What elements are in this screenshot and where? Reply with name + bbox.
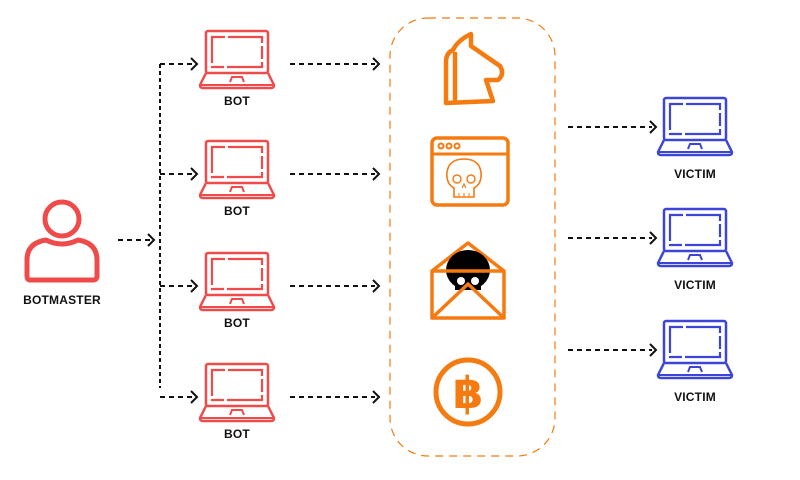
bot-laptop-icon <box>198 251 276 312</box>
victim-laptop-icon <box>656 207 734 268</box>
arrow-bot-to-payload <box>290 279 381 293</box>
bot-laptop-icon <box>198 139 276 200</box>
user-icon <box>24 199 100 283</box>
arrow-trunk-to-bot <box>160 390 199 404</box>
botmaster-label: BOTMASTER <box>23 293 101 307</box>
arrow-payload-to-victim <box>568 231 658 245</box>
bot-laptop-icon <box>198 29 276 90</box>
arrow-bot-to-payload <box>290 167 381 181</box>
bot-label: BOT <box>224 316 250 330</box>
arrow-botmaster-to-trunk <box>118 233 156 247</box>
bot-label: BOT <box>224 427 250 441</box>
victim-laptop-icon <box>656 96 734 157</box>
envelope-skull-icon <box>430 241 506 320</box>
bitcoin-icon: ฿ <box>433 357 503 427</box>
arrow-bot-to-payload <box>290 57 381 71</box>
arrow-payload-to-victim <box>568 120 658 134</box>
browser-skull-icon <box>430 136 510 207</box>
arrow-payload-to-victim <box>568 343 658 357</box>
arrow-bot-to-payload <box>290 390 381 404</box>
victim-laptop-icon <box>656 319 734 380</box>
victim-label: VICTIM <box>674 167 716 181</box>
victim-label: VICTIM <box>674 390 716 404</box>
arrow-trunk-to-bot <box>160 279 199 293</box>
arrow-trunk-to-bot <box>160 57 199 71</box>
arrow-trunk-to-bot <box>160 167 199 181</box>
svg-text:฿: ฿ <box>453 368 484 419</box>
bot-laptop-icon <box>198 362 276 423</box>
payload-container <box>389 17 556 457</box>
bot-label: BOT <box>224 94 250 108</box>
victim-label: VICTIM <box>674 278 716 292</box>
trojan-horse-icon <box>443 31 505 106</box>
bot-label: BOT <box>224 204 250 218</box>
